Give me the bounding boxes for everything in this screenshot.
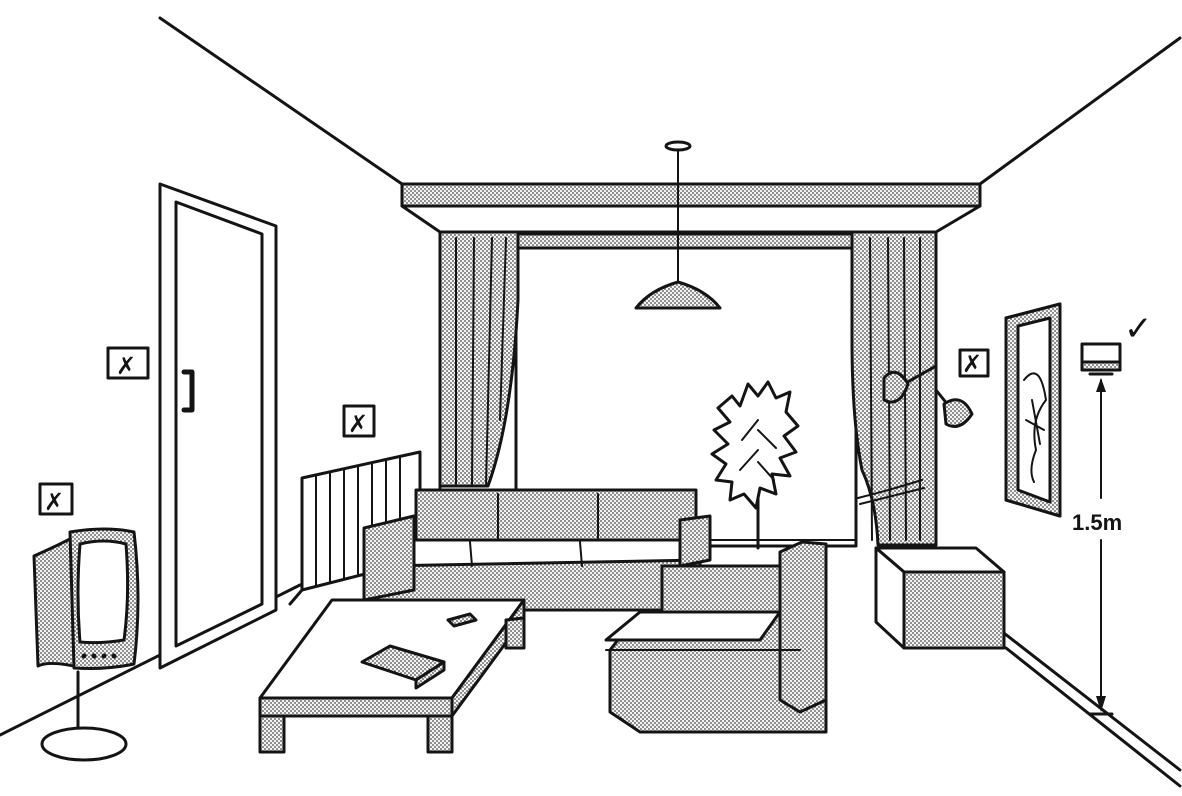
height-dimension: 1.5m [1072,374,1122,714]
cross-mark: ✗ [962,350,982,378]
left-curtain [440,232,518,486]
height-label: 1.5m [1072,510,1122,535]
thermostat: ✓ [1082,309,1153,370]
sofa [364,490,710,610]
check-mark: ✓ [1124,309,1153,349]
coffee-table [260,600,524,752]
cross-mark: ✗ [44,488,64,516]
wall-picture [1006,304,1060,516]
cross-mark: ✗ [116,352,136,380]
storage-box [876,548,1004,648]
television [34,529,138,760]
sensor-near-lamp: ✗ [960,350,988,378]
sensor-door-wall: ✗ [108,348,148,380]
sensor-above-tv: ✗ [40,484,72,516]
cross-mark: ✗ [348,410,368,438]
sensor-above-radiator: ✗ [344,406,374,438]
door [160,184,276,668]
